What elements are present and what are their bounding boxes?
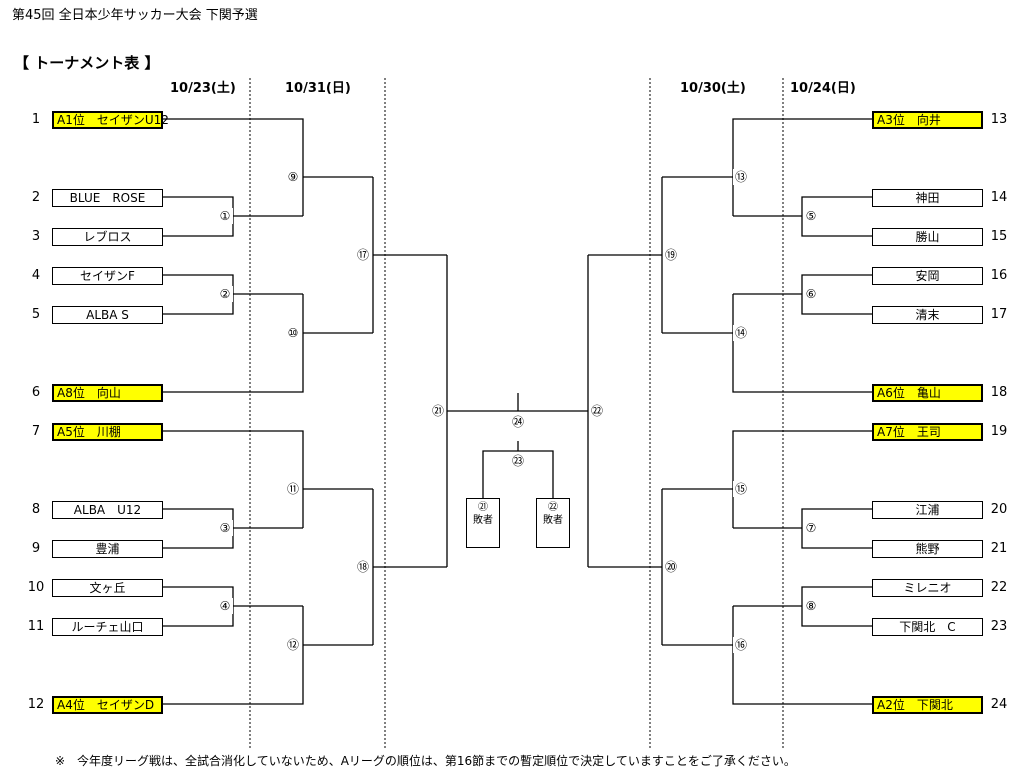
team-box: 勝山 [872, 228, 983, 246]
team-box: ミレニオ [872, 579, 983, 597]
match-5-label: ⑤ [803, 208, 819, 224]
team-number: 21 [990, 541, 1008, 556]
seeded-team-box: A5位 川棚 [52, 423, 163, 441]
match-7-label: ⑦ [803, 520, 819, 536]
match-22-label: ㉒ [589, 403, 605, 419]
team-number: 12 [27, 697, 45, 712]
seeded-team-box: A6位 亀山 [872, 384, 983, 402]
third-place-left-box: ㉑ 敗者 [466, 498, 500, 548]
team-number: 24 [990, 697, 1008, 712]
bracket-heading: 【 トーナメント表 】 [14, 54, 160, 72]
match-9-label: ⑨ [285, 169, 301, 185]
match-21-label: ㉑ [430, 403, 446, 419]
match-23-label: ㉓ [510, 453, 526, 469]
date-left-round2: 10/31(日) [285, 81, 351, 96]
team-box: ALBA U12 [52, 501, 163, 519]
team-box: セイザンF [52, 267, 163, 285]
team-number: 7 [31, 424, 41, 439]
team-number: 16 [990, 268, 1008, 283]
match-20-label: ⑳ [663, 559, 679, 575]
match-1-label: ① [217, 208, 233, 224]
team-box: ALBA S [52, 306, 163, 324]
match-2-label: ② [217, 286, 233, 302]
team-box: 神田 [872, 189, 983, 207]
team-box: 江浦 [872, 501, 983, 519]
team-number: 22 [990, 580, 1008, 595]
team-number: 5 [31, 307, 41, 322]
team-number: 4 [31, 268, 41, 283]
match-10-label: ⑩ [285, 325, 301, 341]
team-number: 20 [990, 502, 1008, 517]
match-18-label: ⑱ [355, 559, 371, 575]
team-box: 下関北 C [872, 618, 983, 636]
team-number: 8 [31, 502, 41, 517]
match-15-label: ⑮ [733, 481, 749, 497]
bracket-paths [162, 118, 872, 705]
team-box: BLUE ROSE [52, 189, 163, 207]
match-13-label: ⑬ [733, 169, 749, 185]
team-number: 6 [31, 385, 41, 400]
date-left-round1: 10/23(土) [170, 81, 236, 96]
team-number: 17 [990, 307, 1008, 322]
match-17-label: ⑰ [355, 247, 371, 263]
team-number: 1 [31, 112, 41, 127]
seeded-team-box: A7位 王司 [872, 423, 983, 441]
match-4-label: ④ [217, 598, 233, 614]
seeded-team-box: A3位 向井 [872, 111, 983, 129]
third-place-right-box: ㉒ 敗者 [536, 498, 570, 548]
date-separators [249, 78, 784, 748]
seeded-team-box: A1位 セイザンU12 [52, 111, 169, 129]
team-number: 2 [31, 190, 41, 205]
third-place-right-text: 敗者 [543, 515, 563, 526]
seeded-team-box: A2位 下関北 [872, 696, 983, 714]
team-box: レブロス [52, 228, 163, 246]
team-number: 11 [27, 619, 45, 634]
team-number: 3 [31, 229, 41, 244]
match-6-label: ⑥ [803, 286, 819, 302]
team-number: 9 [31, 541, 41, 556]
match-3-label: ③ [217, 520, 233, 536]
match-11-label: ⑪ [285, 481, 301, 497]
team-box: 清末 [872, 306, 983, 324]
match-14-label: ⑭ [733, 325, 749, 341]
third-place-left-text: 敗者 [473, 515, 493, 526]
third-place-left-label: ㉑ [478, 502, 488, 513]
team-box: 豊浦 [52, 540, 163, 558]
team-number: 19 [990, 424, 1008, 439]
date-right-round1: 10/24(日) [790, 81, 856, 96]
page-title: 第45回 全日本少年サッカー大会 下関予選 [12, 8, 258, 23]
match-8-label: ⑧ [803, 598, 819, 614]
seeded-team-box: A4位 セイザンD [52, 696, 163, 714]
footnote: ※ 今年度リーグ戦は、全試合消化していないため、Aリーグの順位は、第16節までの… [55, 754, 796, 768]
match-12-label: ⑫ [285, 637, 301, 653]
match-16-label: ⑯ [733, 637, 749, 653]
team-number: 23 [990, 619, 1008, 634]
team-box: 文ヶ丘 [52, 579, 163, 597]
team-number: 15 [990, 229, 1008, 244]
team-number: 13 [990, 112, 1008, 127]
team-box: 熊野 [872, 540, 983, 558]
team-number: 14 [990, 190, 1008, 205]
match-19-label: ⑲ [663, 247, 679, 263]
third-place-right-label: ㉒ [548, 502, 558, 513]
match-24-label: ㉔ [510, 414, 526, 430]
team-box: 安岡 [872, 267, 983, 285]
team-number: 18 [990, 385, 1008, 400]
team-number: 10 [27, 580, 45, 595]
seeded-team-box: A8位 向山 [52, 384, 163, 402]
team-box: ルーチェ山口 [52, 618, 163, 636]
date-right-round2: 10/30(土) [680, 81, 746, 96]
